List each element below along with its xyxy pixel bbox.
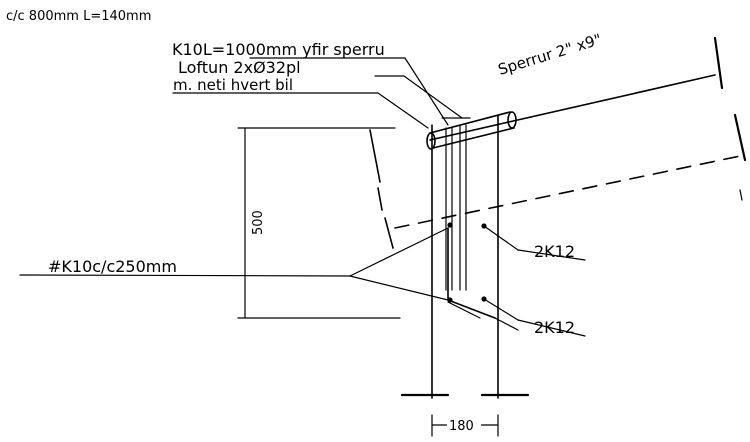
anchor-rods (441, 117, 471, 291)
rafter-label: Sperrur 2" x9" (496, 30, 604, 79)
leader-lines (19, 57, 586, 337)
wall-section (400, 114, 530, 399)
width-dimension-label: 180 (449, 419, 474, 434)
vent-note-label-1: Loftun 2xØ32pl (178, 58, 301, 77)
mesh-label: #K10c/c250mm (48, 257, 177, 276)
rebar-stirrup (447, 222, 496, 319)
height-dimension-line (237, 127, 401, 319)
vent-note-label-2: m. neti hvert bil (173, 76, 293, 94)
rafter-lines (369, 36, 747, 249)
anchor-note-label: K10L=1000mm yfir sperru (172, 40, 385, 59)
rebar-label-upper: 2K12 (534, 242, 575, 261)
height-dimension-label: 500 (251, 210, 266, 235)
header-spec-text: c/c 800mm L=140mm (6, 9, 151, 24)
rebar-label-lower: 2K12 (534, 318, 575, 337)
